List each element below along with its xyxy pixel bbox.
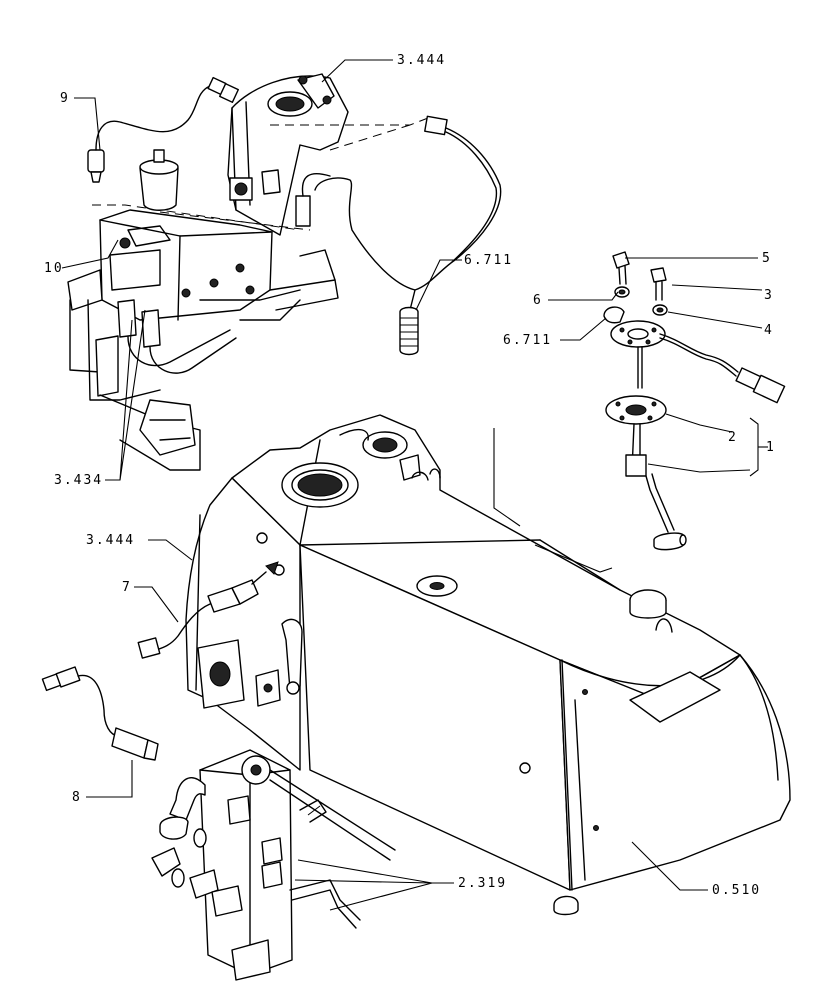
callout-5: 5 [762,251,772,266]
callout-9: 9 [60,91,70,106]
pressure-sensor-8 [41,666,159,761]
wiring-harness-6711 [314,115,502,356]
callout-0510: 0.510 [712,883,761,898]
callout-3: 3 [764,288,774,303]
callout-2: 2 [728,430,738,445]
callout-8: 8 [72,790,82,805]
callout-6: 6 [533,293,543,308]
leader-lines [61,59,768,911]
callout-3444-top: 3.444 [397,53,446,68]
callout-10: 10 [44,261,64,276]
level-sender-group [603,251,786,551]
callout-7: 7 [122,580,132,595]
callout-3444-mid: 3.444 [86,533,135,548]
callout-3434: 3.434 [54,473,103,488]
valve-block-2319 [151,749,396,981]
pressure-switch-9 [87,76,240,183]
callout-labels: 3.444 9 10 6.711 5 6 3 6.711 4 2 1 3.434… [44,53,776,898]
temperature-sensor-7 [137,561,279,659]
callout-4: 4 [764,323,774,338]
callout-6711-gasket: 6.711 [503,333,552,348]
fuel-tank-0510 [185,414,791,916]
callout-6711-harness: 6.711 [464,253,513,268]
callout-1: 1 [766,440,776,455]
callout-2319: 2.319 [458,876,507,891]
upper-assembly [67,73,429,471]
